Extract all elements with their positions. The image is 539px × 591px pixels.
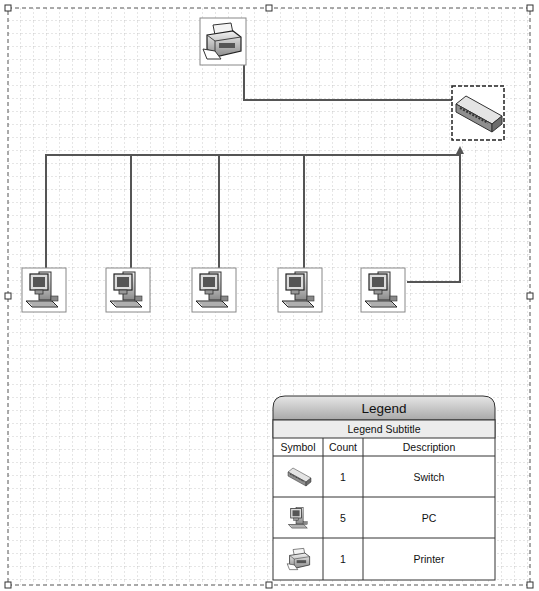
legend-table	[273, 396, 495, 580]
legend-description: Printer	[363, 538, 495, 579]
switch-icon	[456, 96, 502, 132]
printer-icon	[203, 23, 241, 59]
legend-title: Legend	[273, 397, 495, 420]
column-header: Symbol	[273, 438, 323, 456]
legend-description: Switch	[363, 456, 495, 497]
pc-icons	[22, 268, 405, 312]
column-header: Description	[363, 438, 495, 456]
network-cable	[46, 64, 460, 282]
legend-description: PC	[363, 497, 495, 538]
legend-subtitle: Legend Subtitle	[273, 420, 495, 438]
count-cell: 5	[323, 497, 363, 538]
column-header: Count	[323, 438, 363, 456]
count-cell: 1	[323, 456, 363, 497]
count-cell: 1	[323, 538, 363, 580]
